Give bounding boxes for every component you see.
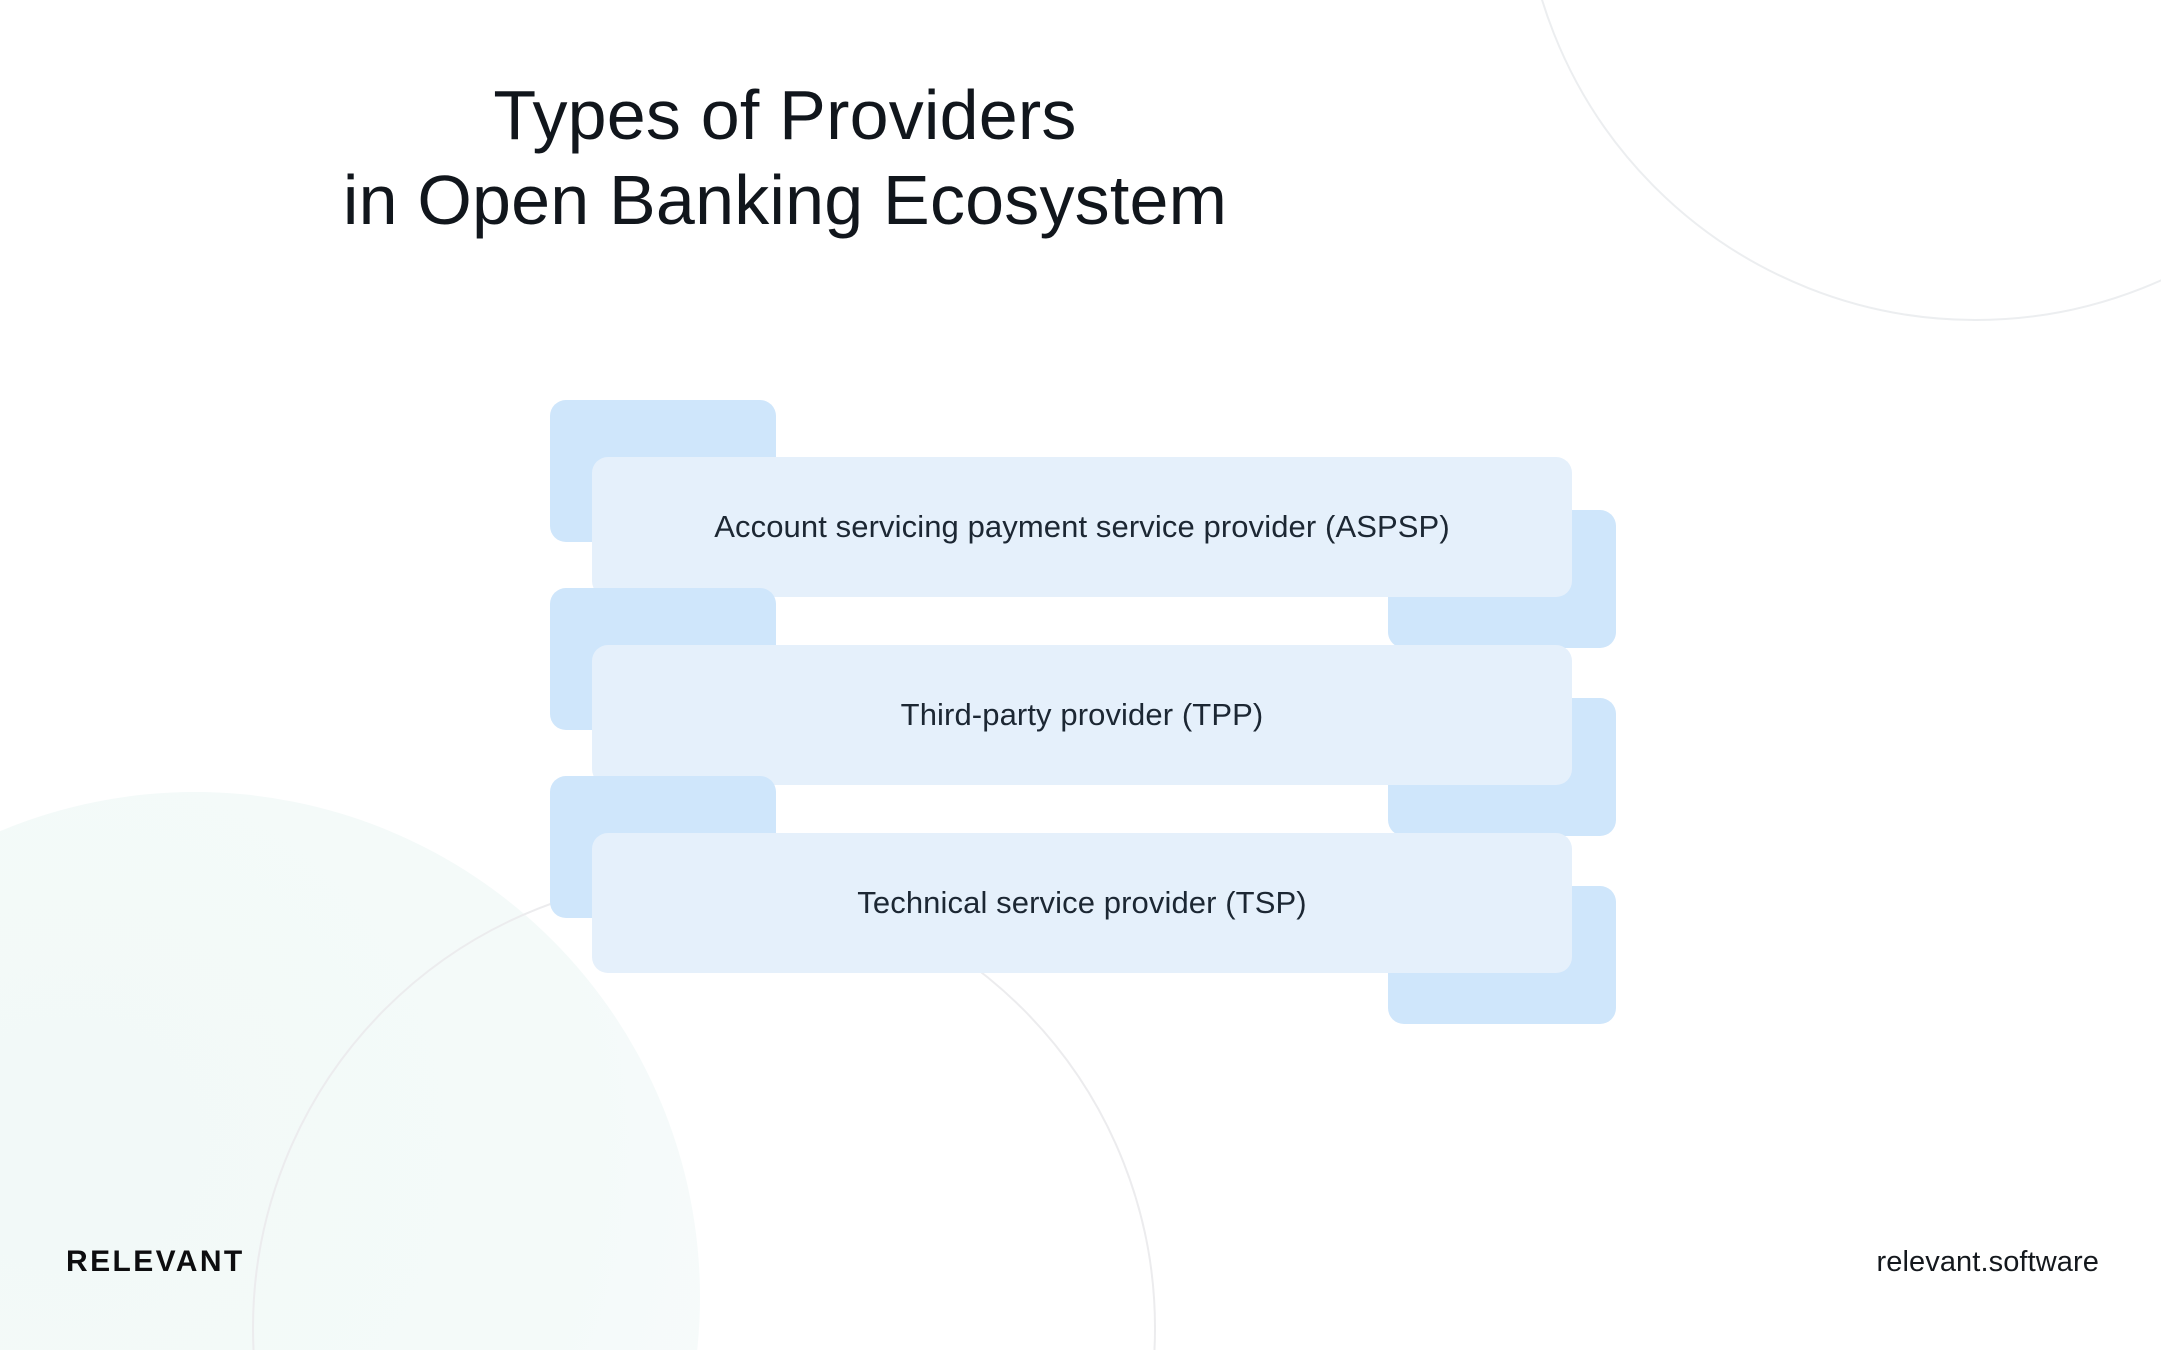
provider-card-tsp: Technical service provider (TSP): [0, 776, 2161, 1036]
page-title: Types of Providers in Open Banking Ecosy…: [0, 73, 1570, 244]
card-panel: Account servicing payment service provid…: [592, 457, 1572, 597]
card-panel: Technical service provider (TSP): [592, 833, 1572, 973]
title-line-1: Types of Providers: [493, 76, 1077, 154]
title-line-2: in Open Banking Ecosystem: [342, 161, 1228, 240]
card-label: Third-party provider (TPP): [900, 696, 1264, 732]
website-url: relevant.software: [1876, 1246, 2099, 1278]
provider-card-tpp: Third-party provider (TPP): [0, 588, 2161, 848]
brand-logo: RELEVANT: [66, 1245, 245, 1278]
provider-card-aspsp: Account servicing payment service provid…: [0, 400, 2161, 660]
card-panel: Third-party provider (TPP): [592, 645, 1572, 785]
card-label: Account servicing payment service provid…: [714, 508, 1450, 544]
card-label: Technical service provider (TSP): [857, 884, 1307, 920]
